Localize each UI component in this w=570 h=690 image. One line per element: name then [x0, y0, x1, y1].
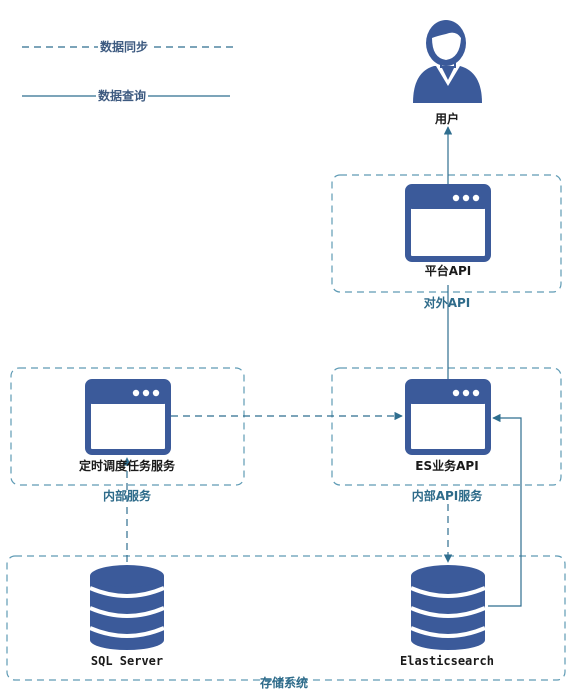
legend-query-label: 数据查询: [96, 89, 149, 103]
es-business-api-icon: [405, 379, 491, 455]
group-internal-service: [10, 367, 245, 486]
user-label: 用户: [434, 112, 460, 126]
group-storage-system: [6, 555, 566, 681]
sql-server-database-icon: [89, 565, 165, 650]
legend-sync-label: 数据同步: [98, 40, 151, 54]
scheduler-service-icon: [85, 379, 171, 455]
group-external-api: [331, 174, 562, 293]
elasticsearch-database-icon: [410, 565, 486, 650]
user-icon: [413, 20, 482, 103]
group-internal-api-service-label: 内部API服务: [411, 489, 483, 503]
sql-server-label: SQL Server: [90, 654, 164, 668]
elasticsearch-label: Elasticsearch: [400, 654, 494, 668]
group-external-api-label: 对外API: [423, 296, 471, 310]
platform-api-icon: [405, 184, 491, 262]
connector-elasticsearch-to-es-api: [488, 413, 522, 607]
group-storage-system-label: 存储系统: [259, 676, 309, 690]
group-internal-api-service: [331, 367, 562, 486]
group-internal-service-label: 内部服务: [102, 489, 152, 503]
es-business-api-label: ES业务API: [415, 459, 479, 473]
scheduler-service-label: 定时调度任务服务: [78, 459, 176, 473]
platform-api-label: 平台API: [424, 264, 472, 278]
